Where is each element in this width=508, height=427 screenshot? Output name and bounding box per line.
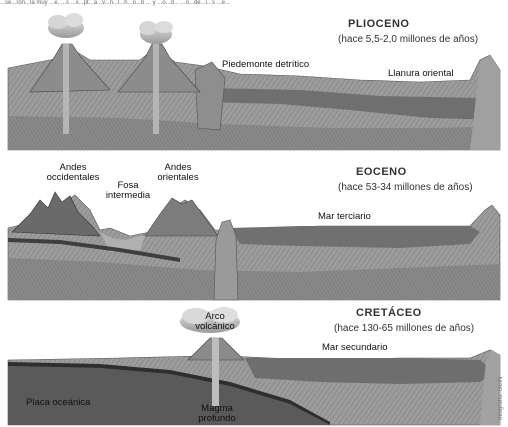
label-eastern-plain: Llanura oriental	[388, 69, 454, 79]
credit: Infografía: OEIN	[498, 350, 508, 420]
magma-conduit-right	[153, 44, 159, 134]
label-trench-2: intermedia	[106, 191, 150, 201]
label-tertiary-sea: Mar terciario	[318, 212, 371, 222]
label-secondary-sea: Mar secundario	[322, 343, 387, 353]
era-title-cretaceous: CRETÁCEO	[356, 307, 422, 319]
era-range-cretaceous: (hace 130-65 millones de años)	[334, 323, 474, 334]
magma-conduit-cretaceous	[212, 338, 219, 406]
label-oceanic-plate: Placa oceánica	[26, 398, 90, 408]
label-western-andes-2: occidentales	[47, 173, 100, 183]
tertiary-sea	[230, 226, 480, 248]
label-piedmont: Piedemonte detrítico	[222, 60, 309, 70]
eastern-andes	[145, 198, 218, 236]
era-title-pliocene: PLIOCENO	[348, 18, 409, 30]
era-range-eocene: (hace 53-34 millones de años)	[338, 182, 473, 193]
era-range-pliocene: (hace 5,5-2,0 millones de años)	[338, 34, 478, 45]
label-magma-2: profundo	[198, 414, 236, 424]
label-arc-2: volcánico	[195, 322, 235, 332]
pliocene-piedmont	[195, 62, 225, 130]
era-title-eocene: EOCENO	[356, 166, 407, 178]
eocene-panel	[8, 192, 500, 300]
label-eastern-andes-2: orientales	[157, 173, 198, 183]
magma-conduit-left	[63, 44, 69, 134]
